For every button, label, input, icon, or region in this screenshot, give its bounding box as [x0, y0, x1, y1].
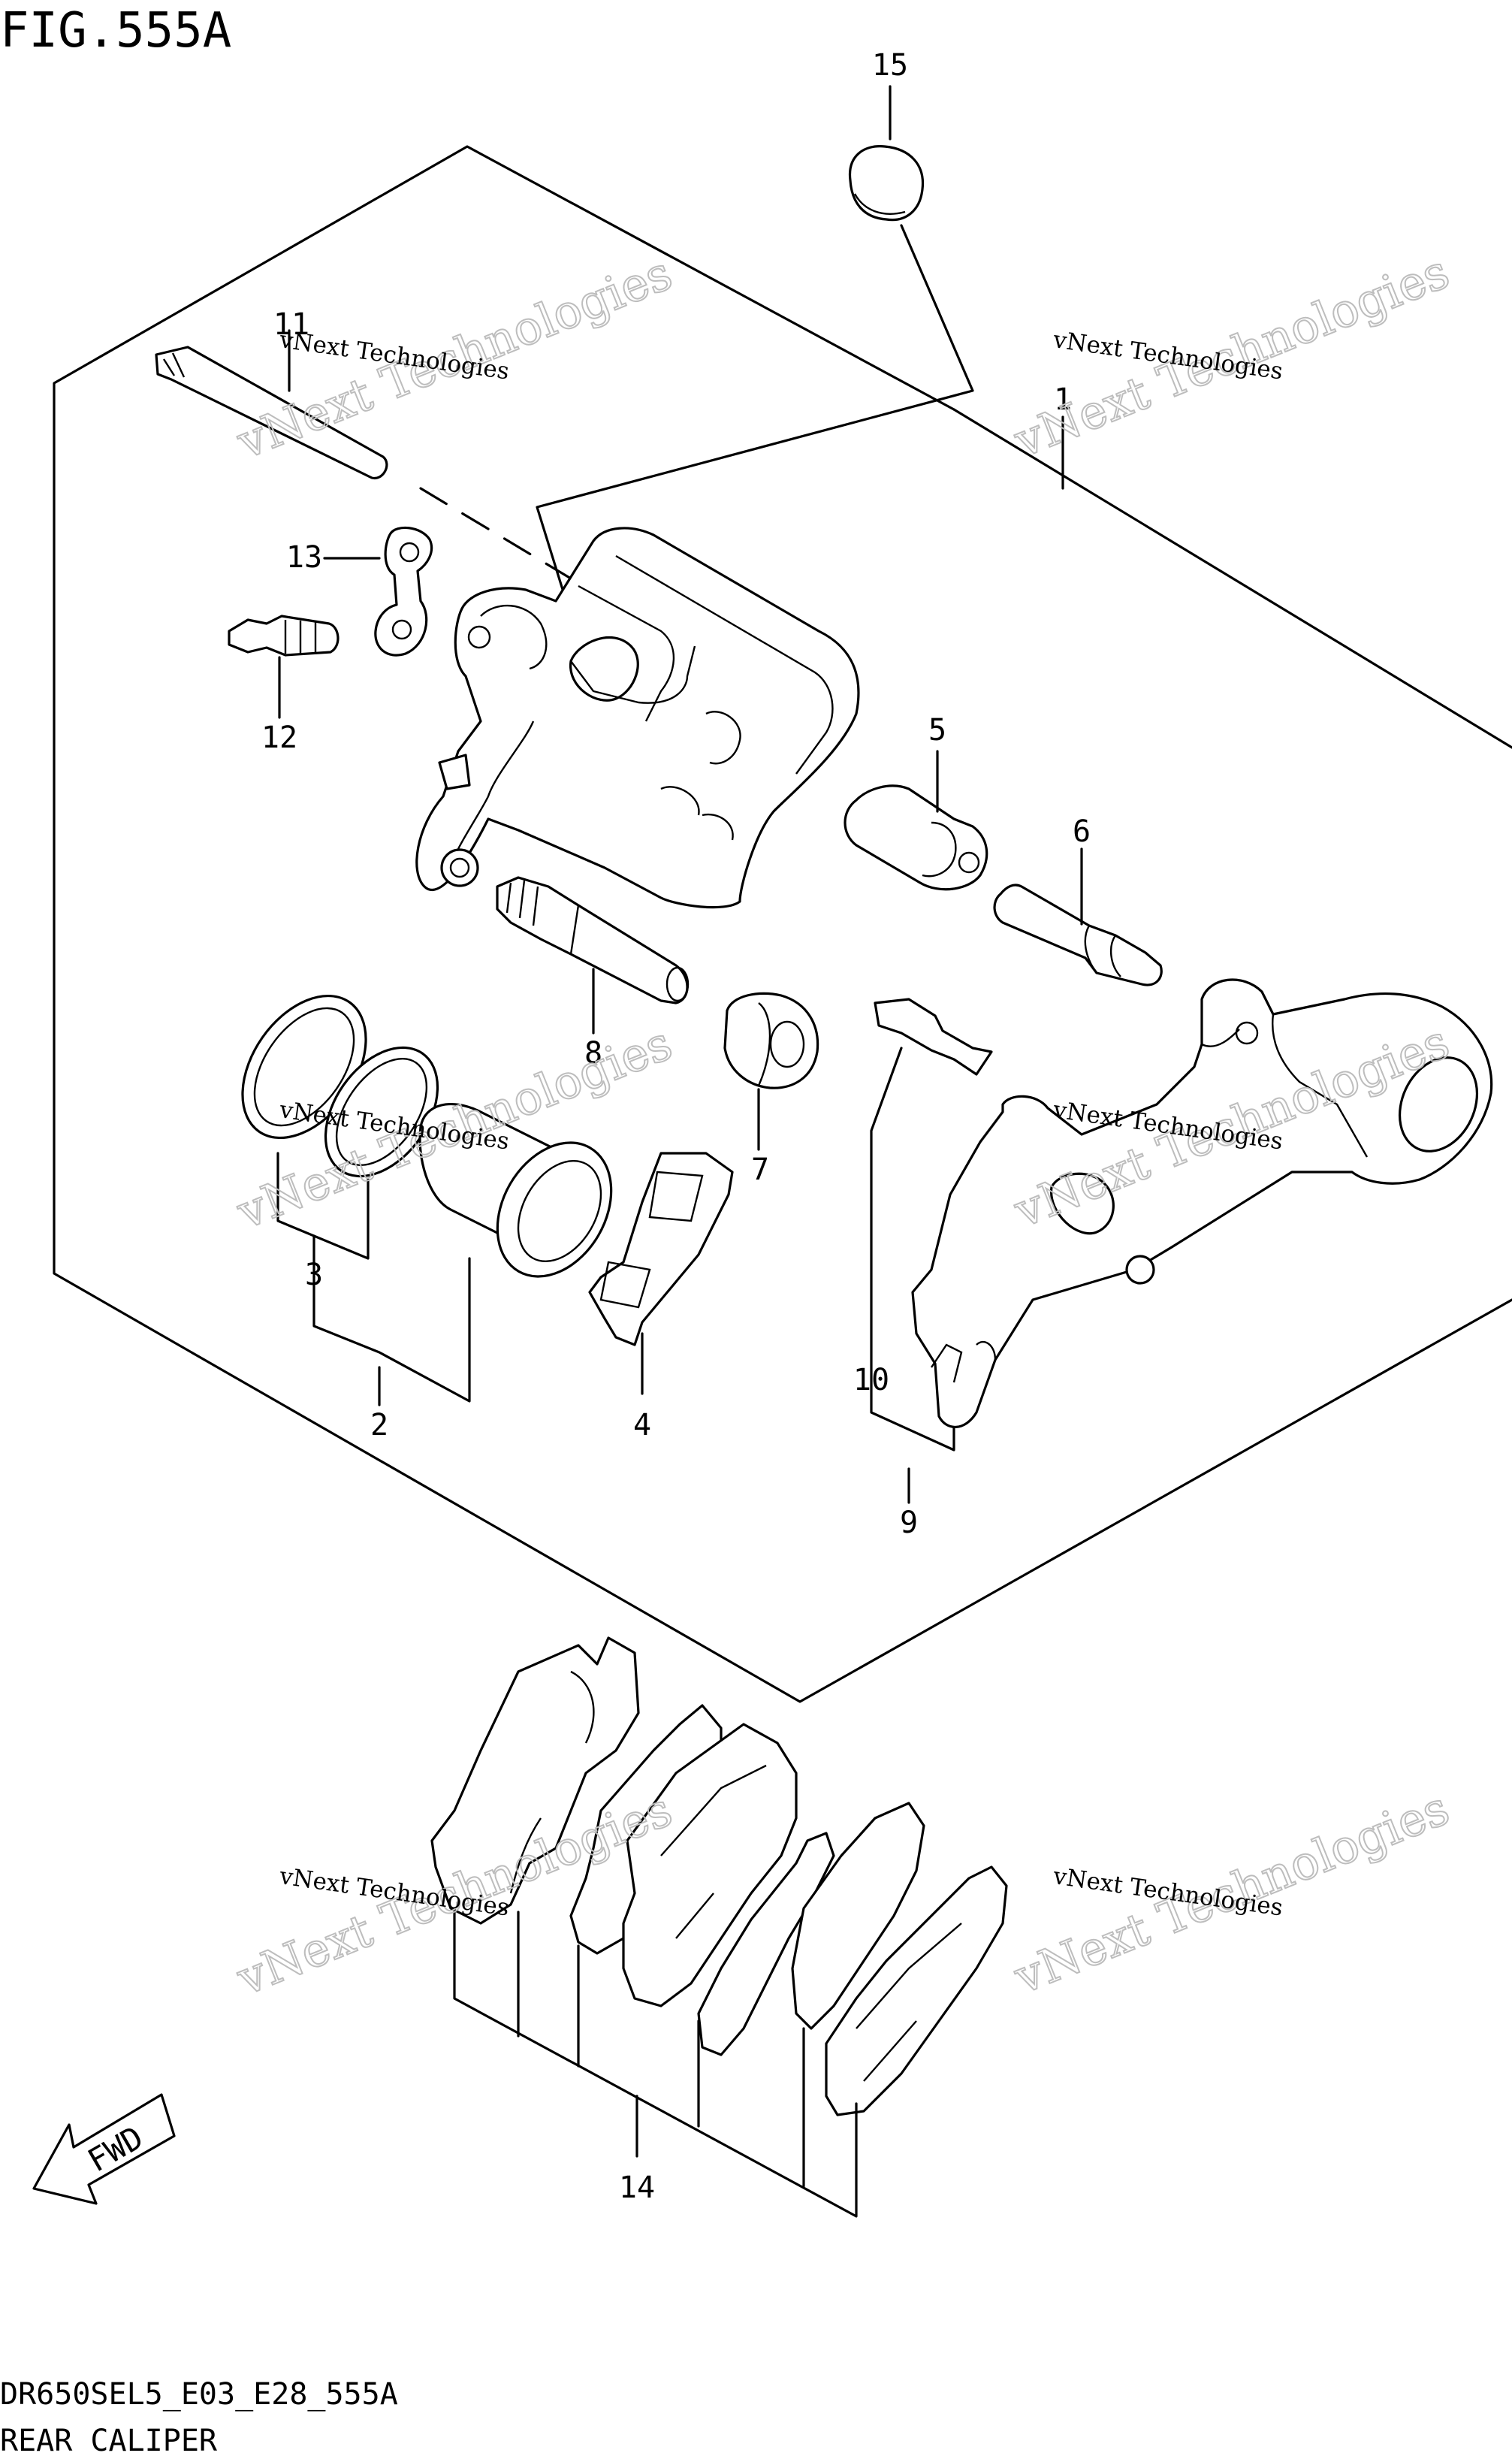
callout-8: 8 [584, 1036, 602, 1071]
part-10-clip [874, 998, 993, 1076]
assembly-1-right-edge [952, 408, 1512, 749]
part-11-pin [155, 346, 388, 479]
leader-14 [453, 1907, 858, 2218]
part-6-bolt [993, 884, 1163, 986]
part-13-clip [374, 526, 433, 657]
part-8-pin [496, 876, 690, 1004]
part-9-bracket [911, 978, 1493, 1428]
fwd-arrow-icon: FWD [32, 2093, 176, 2205]
caliper-body [415, 527, 860, 909]
leader-10 [870, 1047, 955, 1452]
dashed-leader-15 [536, 224, 974, 618]
dashed-leader-11 [419, 487, 572, 580]
part-4-spring [588, 1152, 734, 1346]
callout-13: 13 [286, 540, 322, 575]
part-15-cap [848, 145, 925, 222]
watermark-top-right: vNext Technologies vNext Technologies [1006, 243, 1457, 470]
part-3-seals [241, 994, 439, 1178]
part-7-boot [723, 992, 819, 1089]
callout-7: 7 [751, 1152, 769, 1187]
part-12-bleeder [228, 615, 340, 657]
callout-3: 3 [305, 1258, 323, 1292]
part-2-piston [418, 1103, 613, 1278]
leader-2 [312, 1257, 471, 1403]
watermark-low-right: vNext Technologies vNext Technologies [1006, 1780, 1457, 2006]
watermark-top-left: vNext Technologies vNext Technologies [228, 244, 680, 470]
callout-6: 6 [1073, 814, 1091, 849]
callout-15: 15 [872, 48, 908, 83]
callout-10: 10 [853, 1363, 889, 1397]
figure-name: REAR CALIPER [0, 2424, 218, 2458]
assembly-1-outline [53, 145, 1512, 1703]
part-14-pads [430, 1636, 1008, 2116]
figure-code: DR650SEL5_E03_E28_555A [0, 2377, 398, 2412]
part-5-sleeve [844, 784, 988, 891]
callout-11: 11 [273, 307, 309, 342]
callout-4: 4 [633, 1408, 651, 1442]
callout-12: 12 [261, 720, 297, 755]
callout-14: 14 [619, 2170, 655, 2205]
figure-title: FIG.555A [0, 3, 231, 59]
callout-1: 1 [1054, 382, 1072, 417]
leader-3 [276, 1152, 370, 1260]
callout-9: 9 [900, 1506, 918, 1540]
callout-2: 2 [370, 1408, 388, 1442]
callout-5: 5 [928, 713, 946, 748]
